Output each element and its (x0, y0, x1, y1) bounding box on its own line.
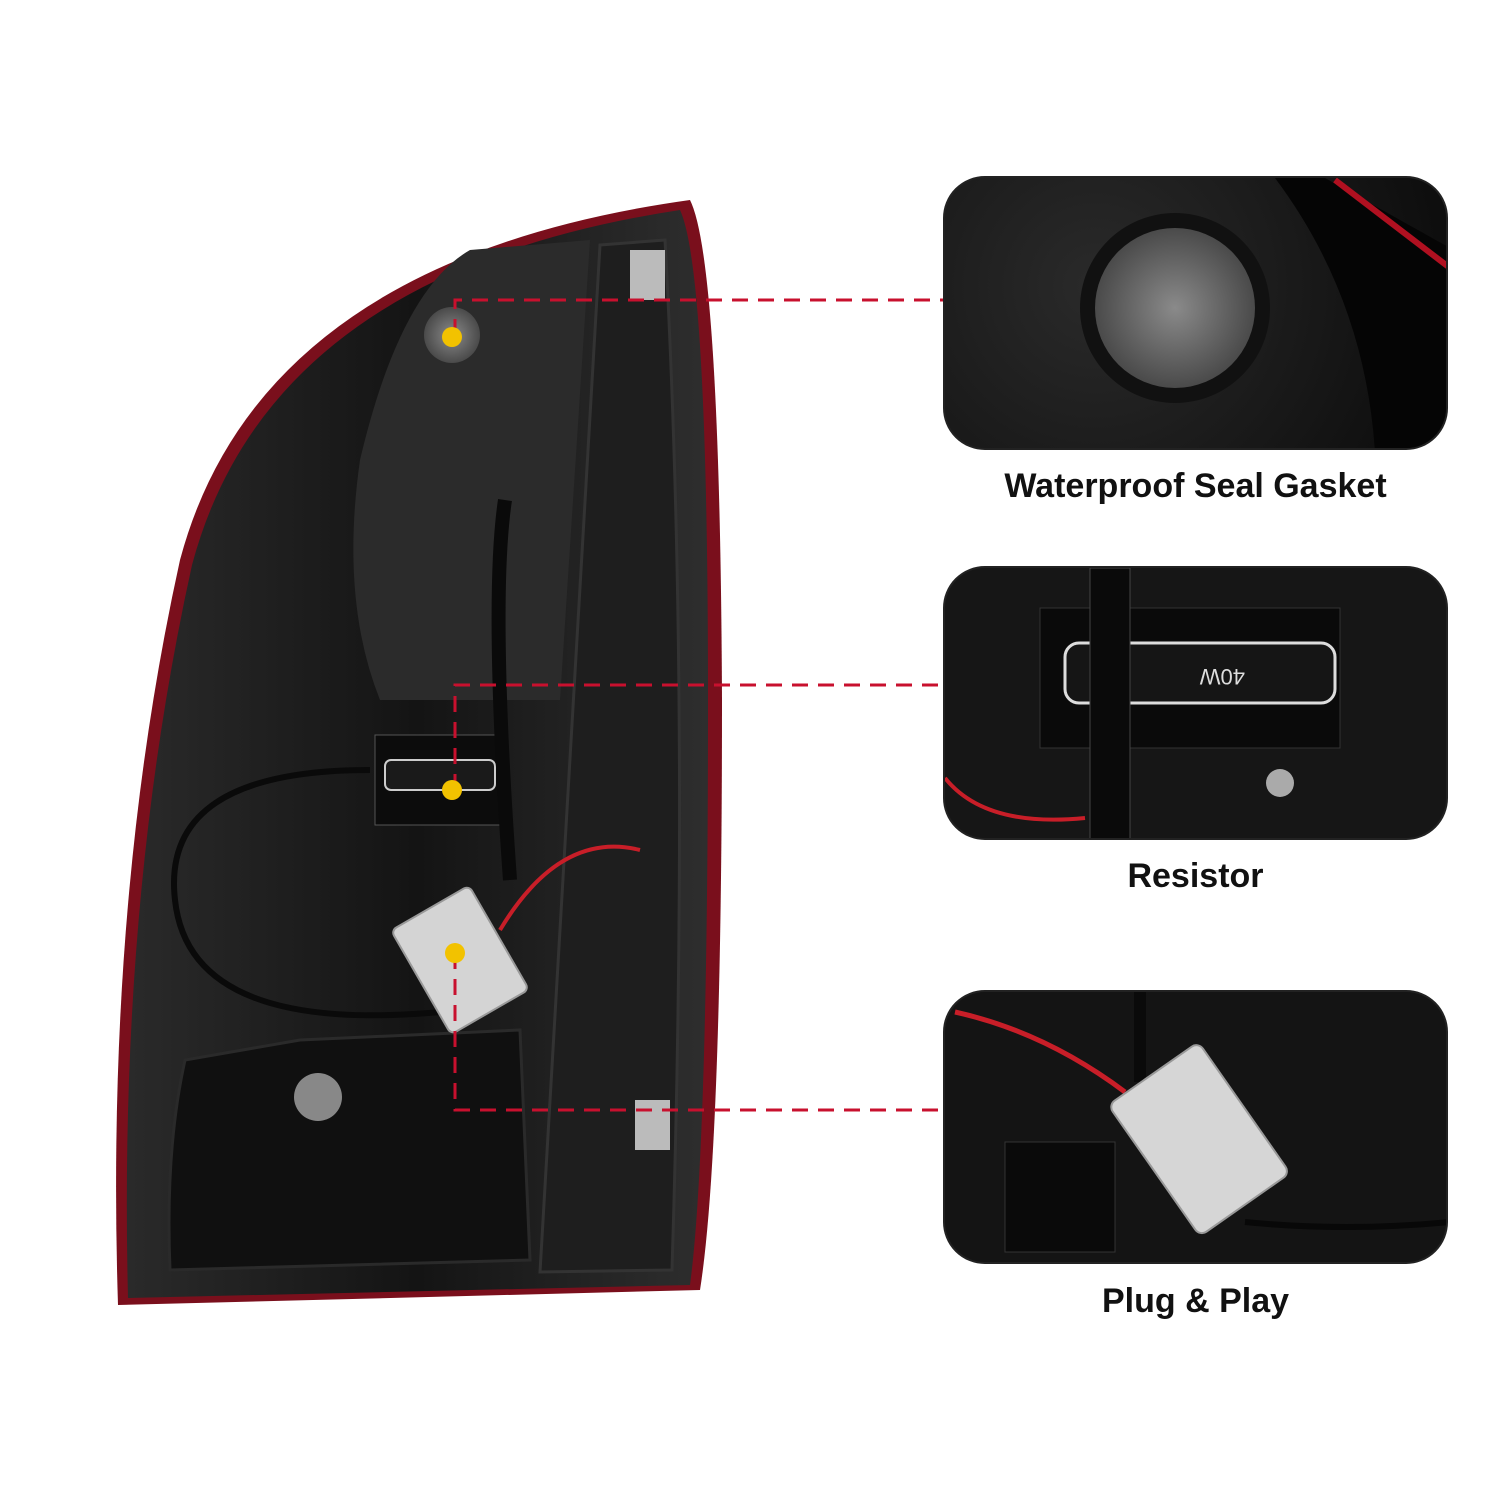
marker-dot-plug (445, 943, 465, 963)
callout-label-plug: Plug & Play (1101, 1282, 1290, 1320)
callout-line-plug (453, 953, 943, 1112)
gasket-closeup-image (943, 176, 1448, 450)
tail-light-housing (116, 200, 723, 1305)
marker-dot-gasket (442, 327, 462, 347)
callout-line-gasket (453, 298, 943, 335)
resistor-closeup-image: 40W (943, 566, 1448, 840)
callout-label-gasket: Waterproof Seal Gasket (1004, 467, 1387, 505)
marker-dot-resistor (442, 780, 462, 800)
callout-lines (453, 298, 943, 1112)
resistor-marking: 40W (1200, 664, 1245, 689)
connector-closeup-image (943, 990, 1448, 1264)
callout-label-resistor: Resistor (1127, 857, 1264, 895)
callout-line-resistor (453, 683, 943, 790)
marker-dots (442, 327, 465, 963)
